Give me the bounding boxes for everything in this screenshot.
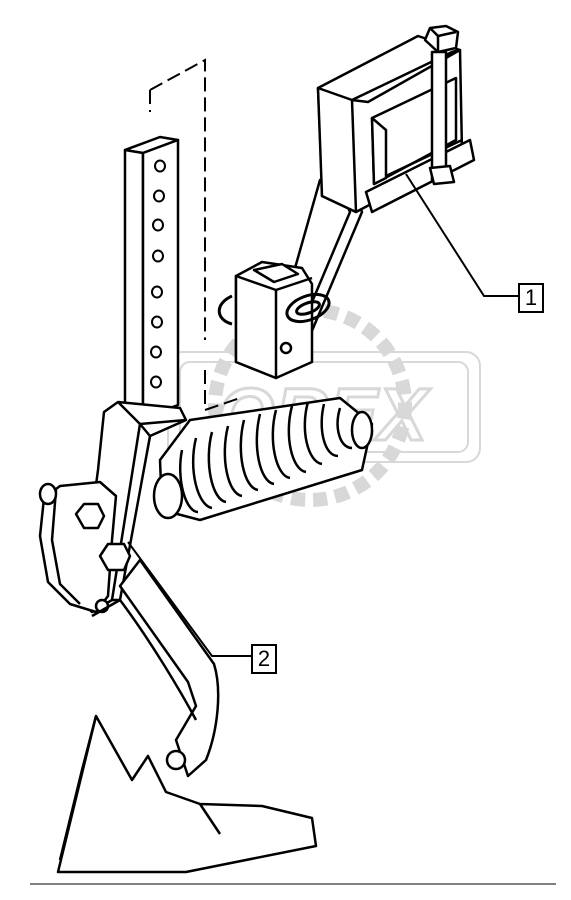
leader-lines xyxy=(127,173,518,657)
hex-bolts xyxy=(74,502,132,614)
pin-bracket xyxy=(234,260,314,380)
clamp-bolt xyxy=(423,24,460,186)
post-holes xyxy=(150,159,166,389)
dashed-guide-line xyxy=(149,58,241,412)
callout-2-label: 2 xyxy=(257,646,271,671)
leader-line-2 xyxy=(127,541,251,657)
spring-coils xyxy=(178,401,353,514)
leader-line-1 xyxy=(405,173,518,297)
lynch-pin-ring xyxy=(217,292,331,326)
u-clamp xyxy=(316,34,476,214)
perforated-post xyxy=(123,135,180,420)
callout-1: 1 xyxy=(518,283,544,313)
callout-1-label: 1 xyxy=(524,285,538,310)
lower-shank xyxy=(91,558,220,778)
callout-2: 2 xyxy=(251,644,277,674)
sweep-share xyxy=(56,714,318,874)
